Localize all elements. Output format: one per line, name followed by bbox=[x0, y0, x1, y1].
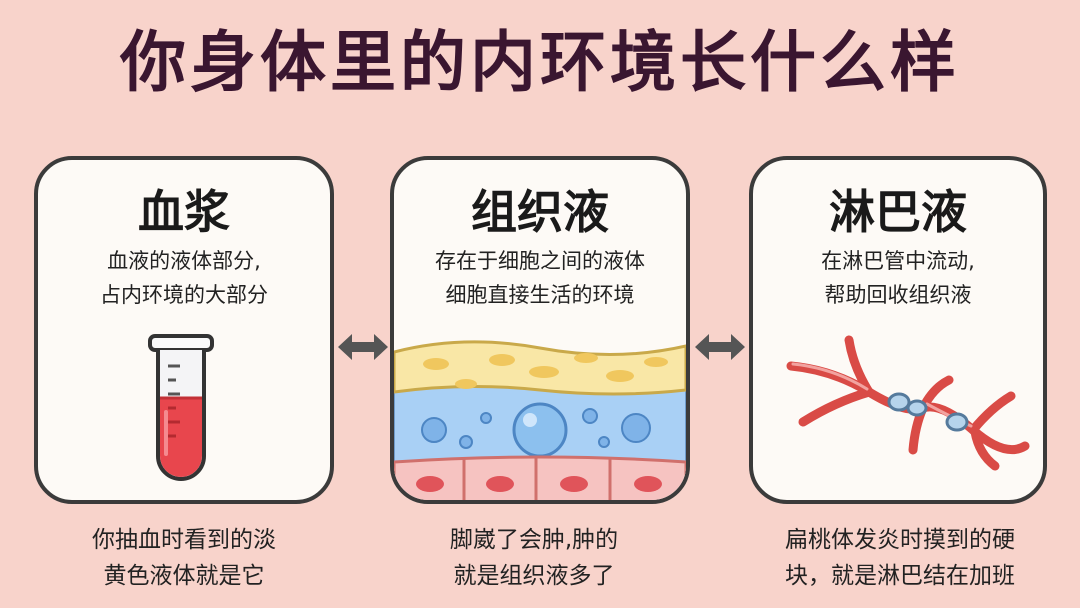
plasma-card: 血浆 血液的液体部分, 占内环境的大部分 bbox=[34, 156, 334, 504]
tissue-fluid-caption: 脚崴了会肿,肿的 就是组织液多了 bbox=[384, 522, 684, 594]
page-title: 你身体里的内环境长什么样 bbox=[120, 24, 960, 101]
double-arrow-icon bbox=[338, 334, 388, 360]
double-arrow-icon bbox=[695, 334, 745, 360]
tissue-layers-icon bbox=[394, 340, 686, 500]
tissue-fluid-card-title: 组织液 bbox=[471, 185, 609, 239]
plasma-desc-line-1: 血液的液体部分, bbox=[107, 249, 261, 273]
test-tube-icon bbox=[148, 334, 214, 481]
lymph-desc-line-1: 在淋巴管中流动, bbox=[821, 249, 975, 273]
lymph-card: 淋巴液 在淋巴管中流动, 帮助回收组织液 bbox=[749, 156, 1047, 504]
plasma-desc-line-2: 占内环境的大部分 bbox=[100, 283, 268, 307]
lymph-caption-line-1: 扁桃体发炎时摸到的硬 bbox=[785, 527, 1015, 553]
tissue-desc-line-2: 细胞直接生活的环境 bbox=[445, 283, 635, 307]
lymph-desc-line-2: 帮助回收组织液 bbox=[824, 283, 972, 307]
lymph-caption-line-2: 块，就是淋巴结在加班 bbox=[785, 563, 1015, 589]
tissue-desc-line-1: 存在于细胞之间的液体 bbox=[435, 249, 645, 273]
plasma-card-description: 血液的液体部分, 占内环境的大部分 bbox=[38, 244, 330, 312]
tissue-caption-line-2: 就是组织液多了 bbox=[453, 563, 615, 589]
lymph-card-description: 在淋巴管中流动, 帮助回收组织液 bbox=[753, 244, 1043, 312]
lymph-vessel-icon bbox=[786, 335, 1030, 471]
tissue-caption-line-1: 脚崴了会肿,肿的 bbox=[449, 527, 619, 553]
lymph-caption: 扁桃体发炎时摸到的硬 块，就是淋巴结在加班 bbox=[740, 522, 1060, 594]
tissue-fluid-card: 组织液 存在于细胞之间的液体 细胞直接生活的环境 bbox=[390, 156, 690, 504]
plasma-caption-line-2: 黄色液体就是它 bbox=[103, 563, 265, 589]
plasma-caption: 你抽血时看到的淡 黄色液体就是它 bbox=[34, 522, 334, 594]
tissue-fluid-card-description: 存在于细胞之间的液体 细胞直接生活的环境 bbox=[394, 244, 686, 312]
plasma-card-title: 血浆 bbox=[138, 185, 230, 239]
lymph-card-title: 淋巴液 bbox=[829, 185, 967, 239]
plasma-caption-line-1: 你抽血时看到的淡 bbox=[92, 527, 276, 553]
